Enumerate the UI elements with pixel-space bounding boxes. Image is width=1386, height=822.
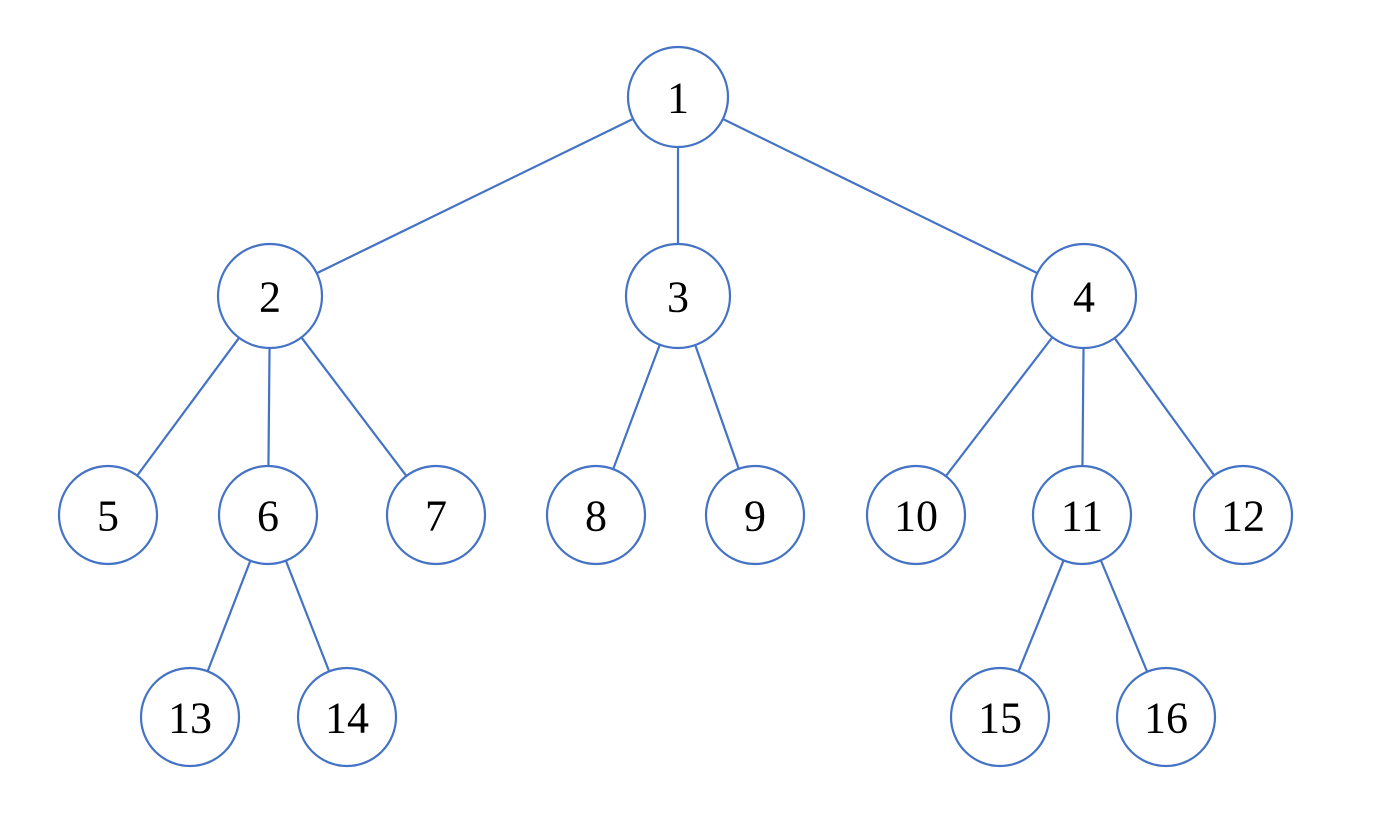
tree-node-13[interactable]: 13 xyxy=(139,666,241,768)
tree-edge-1-4 xyxy=(722,118,1038,275)
tree-edge-11-16 xyxy=(1099,559,1149,673)
node-circle-9[interactable] xyxy=(704,464,806,566)
node-circle-6[interactable] xyxy=(217,464,319,566)
tree-node-7[interactable]: 7 xyxy=(385,464,487,566)
node-circle-1[interactable] xyxy=(626,45,730,149)
tree-node-5[interactable]: 5 xyxy=(57,464,159,566)
node-label-12: 12 xyxy=(1221,492,1265,541)
tree-node-8[interactable]: 8 xyxy=(545,464,647,566)
tree-edge-4-11 xyxy=(1081,347,1085,467)
node-circle-15[interactable] xyxy=(949,666,1051,768)
tree-edge-4-12 xyxy=(1113,337,1216,476)
tree-node-14[interactable]: 14 xyxy=(296,666,398,768)
tree-edge-6-13 xyxy=(206,560,252,672)
node-label-14: 14 xyxy=(325,694,369,743)
node-label-15: 15 xyxy=(978,694,1022,743)
tree-node-3[interactable]: 3 xyxy=(624,242,732,350)
tree-node-9[interactable]: 9 xyxy=(704,464,806,566)
tree-node-1[interactable]: 1 xyxy=(626,45,730,149)
tree-node-15[interactable]: 15 xyxy=(949,666,1051,768)
node-circle-8[interactable] xyxy=(545,464,647,566)
node-circle-3[interactable] xyxy=(624,242,732,350)
tree-edge-1-2 xyxy=(316,117,634,275)
tree-edge-2-5 xyxy=(136,337,240,477)
tree-edge-11-15 xyxy=(1017,559,1065,673)
node-circle-14[interactable] xyxy=(296,666,398,768)
tree-node-10[interactable]: 10 xyxy=(865,464,967,566)
node-label-3: 3 xyxy=(667,273,689,322)
node-label-10: 10 xyxy=(894,492,938,541)
node-label-11: 11 xyxy=(1061,492,1103,541)
tree-edge-3-9 xyxy=(694,344,740,470)
edge-layer xyxy=(136,117,1216,673)
node-label-13: 13 xyxy=(168,694,212,743)
tree-edge-2-6 xyxy=(267,347,271,467)
node-label-2: 2 xyxy=(259,273,281,322)
tree-node-6[interactable]: 6 xyxy=(217,464,319,566)
node-label-1: 1 xyxy=(667,74,689,123)
node-label-6: 6 xyxy=(257,492,279,541)
node-label-7: 7 xyxy=(425,492,447,541)
tree-edge-4-10 xyxy=(944,336,1054,477)
tree-edge-3-8 xyxy=(612,344,661,470)
node-circle-10[interactable] xyxy=(865,464,967,566)
node-circle-2[interactable] xyxy=(216,242,324,350)
node-label-5: 5 xyxy=(97,492,119,541)
node-circle-13[interactable] xyxy=(139,666,241,768)
node-circle-16[interactable] xyxy=(1115,666,1217,768)
node-label-4: 4 xyxy=(1073,273,1095,322)
node-circle-4[interactable] xyxy=(1030,242,1138,350)
tree-node-12[interactable]: 12 xyxy=(1192,464,1294,566)
tree-edge-2-7 xyxy=(300,336,408,477)
node-circle-5[interactable] xyxy=(57,464,159,566)
tree-node-11[interactable]: 11 xyxy=(1031,464,1133,566)
node-label-9: 9 xyxy=(744,492,766,541)
node-label-16: 16 xyxy=(1144,694,1188,743)
tree-edge-6-14 xyxy=(284,560,331,672)
node-circle-12[interactable] xyxy=(1192,464,1294,566)
node-label-8: 8 xyxy=(585,492,607,541)
node-circle-7[interactable] xyxy=(385,464,487,566)
tree-node-4[interactable]: 4 xyxy=(1030,242,1138,350)
tree-node-2[interactable]: 2 xyxy=(216,242,324,350)
tree-node-16[interactable]: 16 xyxy=(1115,666,1217,768)
node-circle-11[interactable] xyxy=(1031,464,1133,566)
